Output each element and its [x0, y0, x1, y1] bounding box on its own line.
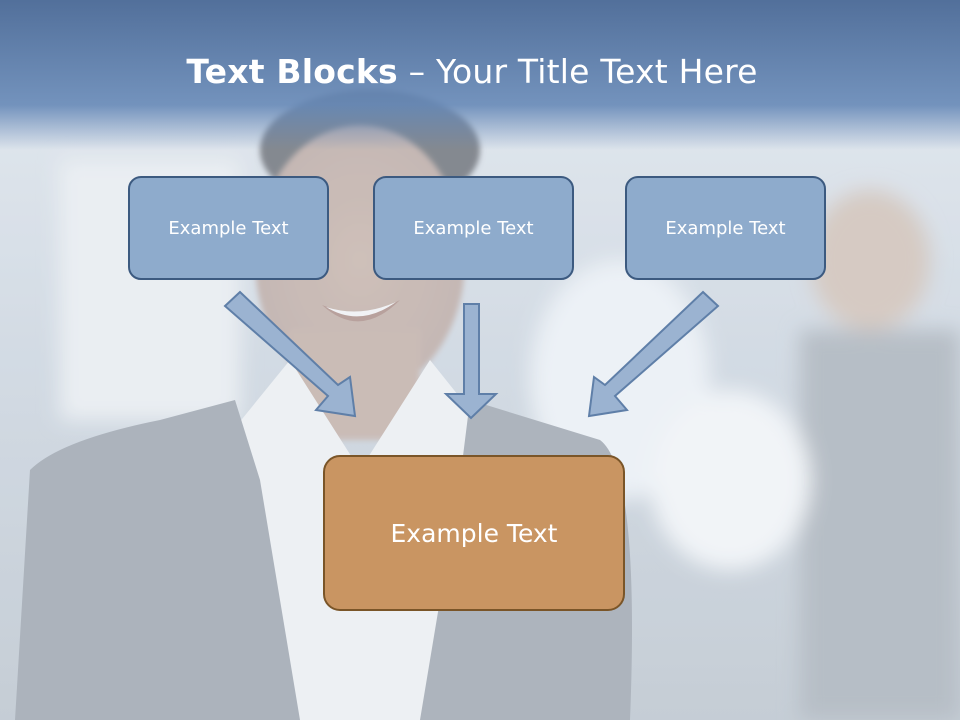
text-block-3-label: Example Text [665, 217, 786, 239]
text-block-3[interactable]: Example Text [625, 176, 826, 280]
text-block-2-label: Example Text [413, 217, 534, 239]
result-block[interactable]: Example Text [323, 455, 625, 611]
text-block-1[interactable]: Example Text [128, 176, 329, 280]
text-block-2[interactable]: Example Text [373, 176, 574, 280]
title-band [0, 0, 960, 150]
text-block-1-label: Example Text [168, 217, 289, 239]
arrow-center [443, 303, 499, 420]
arrow-right [587, 290, 720, 418]
title-rest: – Your Title Text Here [397, 52, 758, 91]
result-block-label: Example Text [390, 518, 558, 548]
title-bold: Text Blocks [186, 52, 398, 91]
arrow-left [223, 290, 357, 418]
slide-title: Text Blocks – Your Title Text Here [0, 52, 944, 91]
